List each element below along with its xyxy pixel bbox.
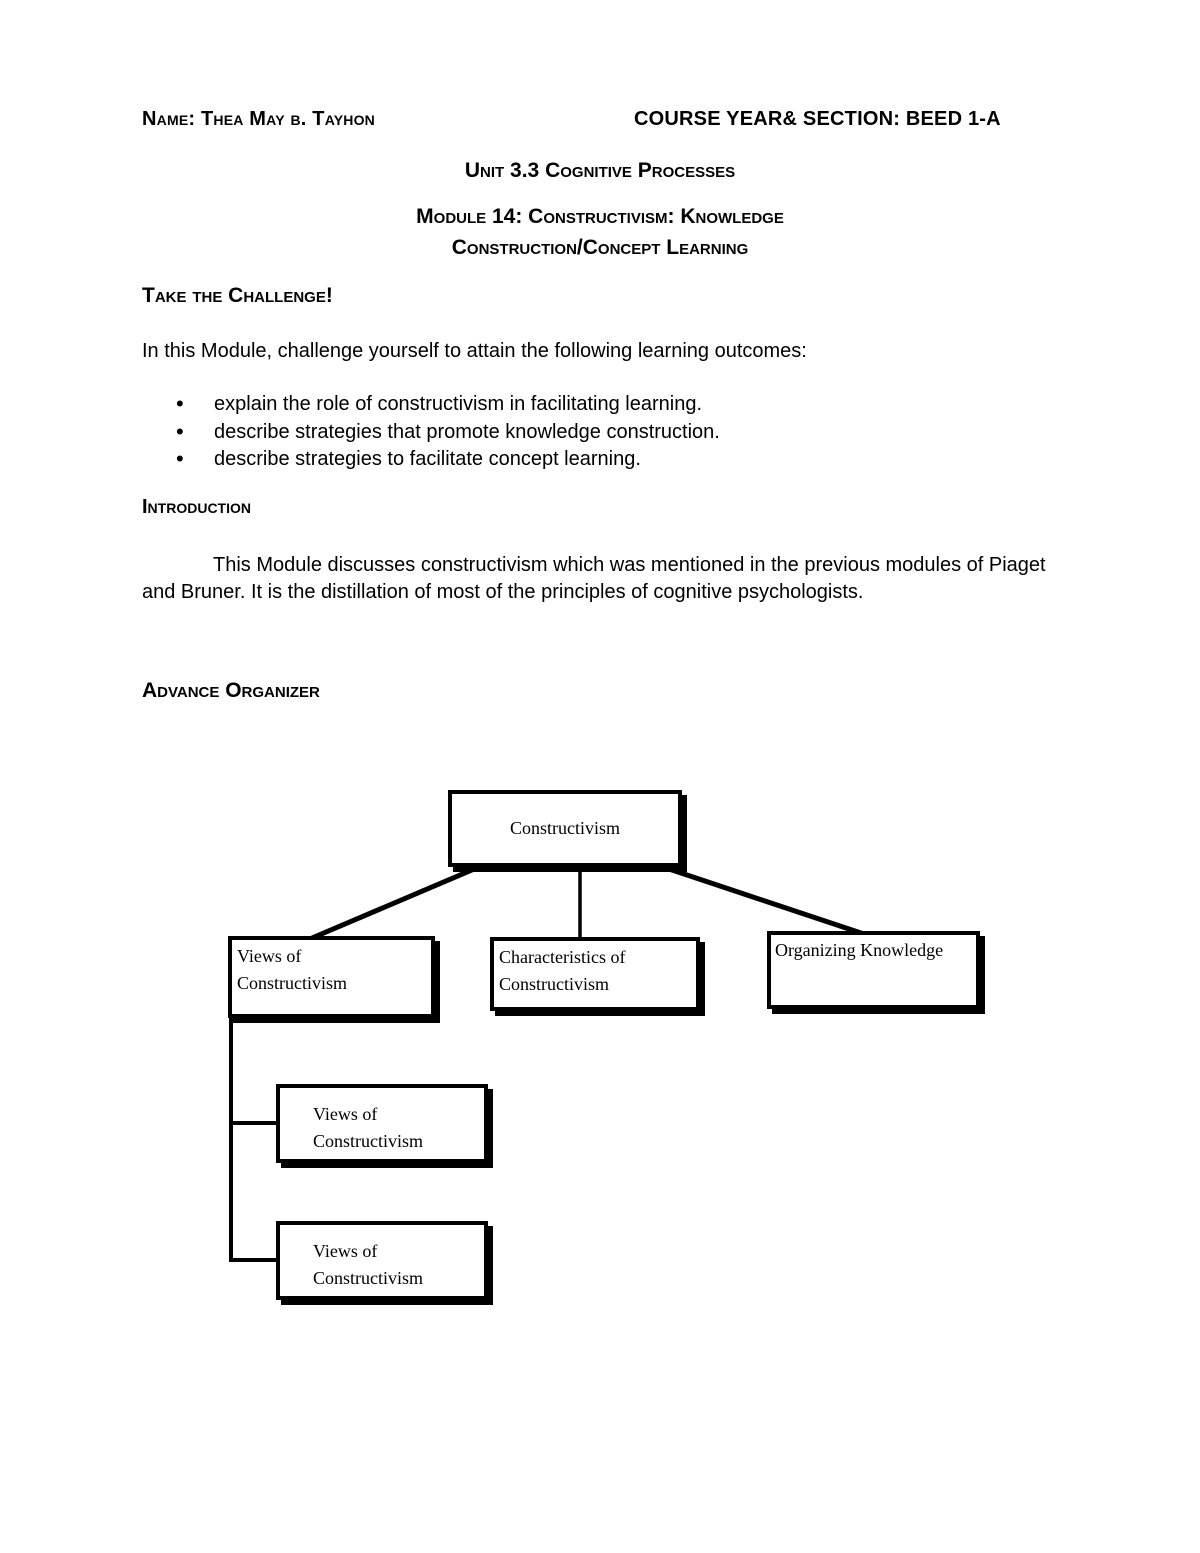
module-title: Module 14: Constructivism: Knowledge Con… [0,201,1200,263]
module-title-line2: Construction/Concept Learning [451,236,749,259]
introduction-paragraph: This Module discusses constructivism whi… [142,554,1046,603]
diagram-box-views-sub1: Views of Constructivism [276,1084,488,1163]
diagram-box-label-line: Organizing Knowledge [775,940,944,960]
introduction-heading: Introduction [142,496,251,518]
diagram-box-label-line: Views of [313,1241,378,1261]
list-item: describe strategies that promote knowled… [142,418,1058,447]
diagram-box-views-of-constructivism: Views of Constructivism [228,936,435,1018]
diagram-connectors [229,861,865,1262]
advance-organizer-diagram: Constructivism Views of Constructivism C… [0,760,1200,1320]
organizer-heading: Advance Organizer [142,679,320,702]
unit-title: Unit 3.3 Cognitive Processes [464,159,736,182]
challenge-heading: Take the Challenge! [142,284,333,307]
list-item: describe strategies to facilitate concep… [142,445,1058,474]
diagram-box-label-line: Constructivism [499,974,610,994]
diagram-box-label-line: Characteristics of [499,947,626,967]
diagram-box-label: Constructivism [509,818,620,838]
module-title-line1: Module 14: Constructivism: Knowledge [416,205,784,228]
connector-root-organizing [659,863,865,937]
diagram-box-label-line: Views of [237,946,302,966]
diagram-box-characteristics-of-constructivism: Characteristics of Constructivism [490,937,700,1011]
challenge-intro: In this Module, challenge yourself to at… [142,340,807,362]
diagram-box-views-sub2: Views of Constructivism [276,1221,488,1300]
diagram-box-label-line: Constructivism [237,973,348,993]
list-item: explain the role of constructivism in fa… [142,390,1058,419]
learning-outcomes-list: explain the role of constructivism in fa… [142,390,1058,474]
student-name: Name: Thea May b. Tayhon [142,108,375,130]
diagram-box-organizing-knowledge: Organizing Knowledge [767,931,980,1009]
diagram-box-label-line: Views of [313,1104,378,1124]
diagram-box-label-line: Constructivism [313,1268,424,1288]
diagram-box-constructivism: Constructivism [448,790,682,867]
course-year-section: COURSE YEAR& SECTION: BEED 1-A [634,108,1001,130]
diagram-box-label-line: Constructivism [313,1131,424,1151]
connector-root-views [311,861,487,941]
